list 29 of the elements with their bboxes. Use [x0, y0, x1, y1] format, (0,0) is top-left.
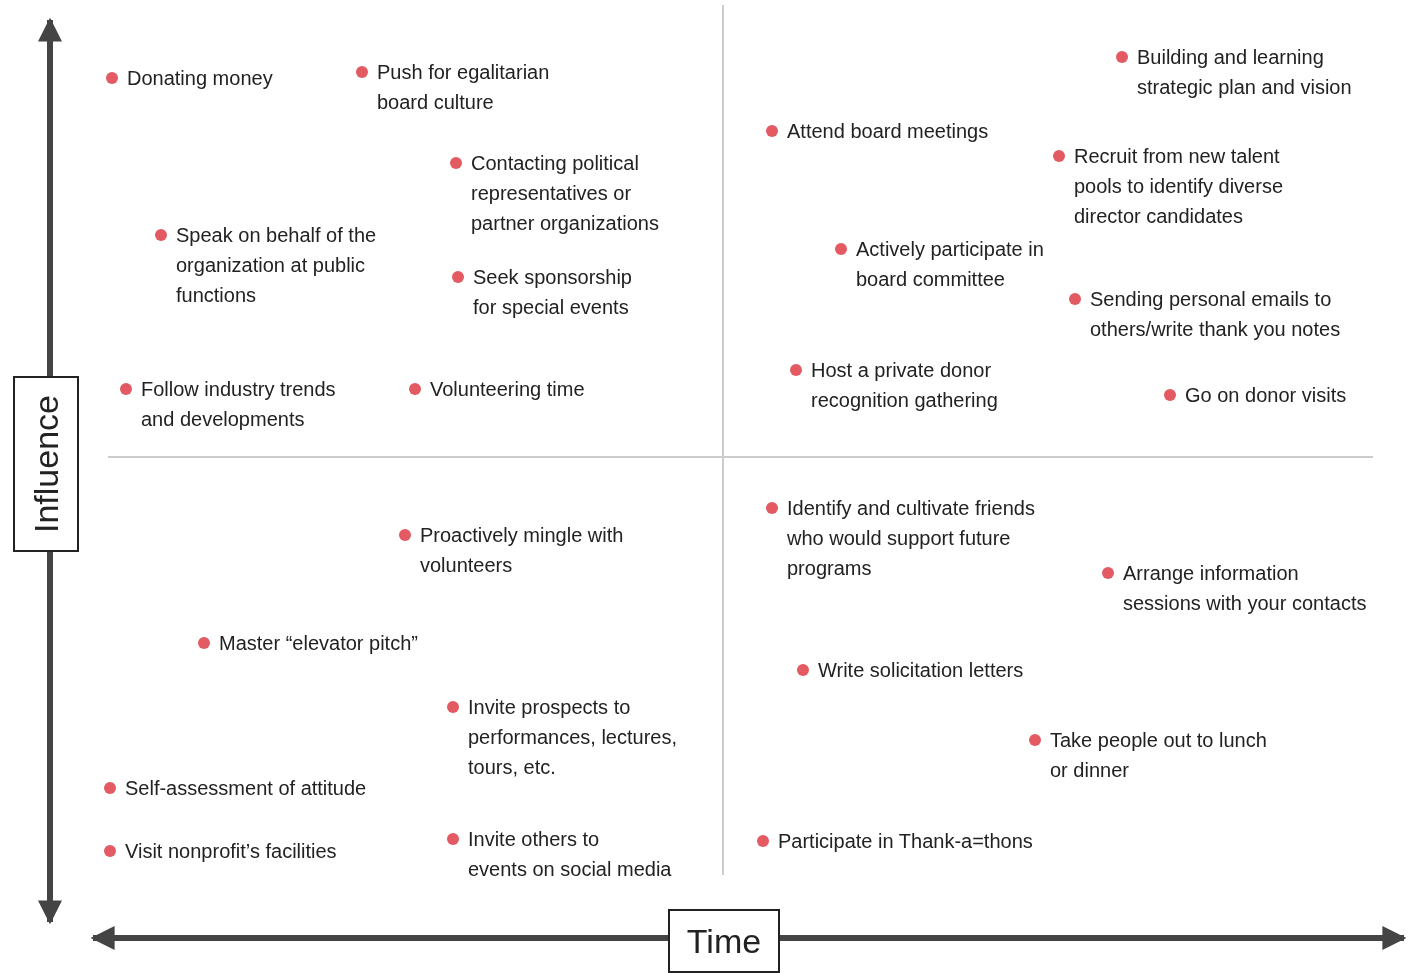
activity-text: Volunteering time — [430, 377, 585, 402]
activity-text: Contacting political representatives or partner organizations — [471, 151, 659, 236]
axis-title-box — [13, 376, 79, 552]
activity-text: Take people out to lunch or dinner — [1050, 728, 1267, 783]
activity-text: Proactively mingle with volunteers — [420, 523, 624, 578]
activity-text: Invite prospects to performances, lectures, tours, etc. — [468, 695, 677, 780]
activity-text: Self-assessment of attitude — [125, 776, 367, 801]
activity-text: Follow industry trends and developments — [141, 377, 336, 432]
activity-text: Actively participate in board committee — [856, 237, 1044, 292]
activity-text: Write solicitation letters — [818, 658, 1024, 683]
activity-text: Push for egalitarian board culture — [377, 60, 550, 115]
activity-text: Arrange information sessions with your contacts — [1123, 561, 1367, 616]
activity-text: Attend board meetings — [787, 119, 989, 144]
activity-text: Invite others to events on social media — [468, 827, 672, 882]
axis-title: Influence — [26, 395, 66, 533]
activity-text: Building and learning strategic plan and vision — [1137, 45, 1352, 100]
activity-text: Donating money — [127, 66, 273, 91]
activity-text: Participate in Thank-a=thons — [778, 829, 1033, 854]
axis-title: Time — [686, 921, 762, 961]
activity-text: Identify and cultivate friends who would support future programs — [787, 496, 1035, 581]
activity-text: Sending personal emails to others/write thank you notes — [1090, 287, 1341, 342]
activity-text: Visit nonprofit’s facilities — [125, 839, 337, 864]
axis-title-box — [668, 909, 780, 973]
activity-text: Master “elevator pitch” — [219, 631, 418, 656]
activity-text: Speak on behalf of the organization at public functions — [176, 223, 377, 308]
activity-text: Go on donor visits — [1185, 383, 1347, 408]
activity-text: Recruit from new talent pools to identify diverse director candidates — [1074, 144, 1283, 229]
activity-text: Host a private donor recognition gathering — [811, 358, 998, 413]
activity-text: Seek sponsorship for special events — [473, 265, 632, 320]
